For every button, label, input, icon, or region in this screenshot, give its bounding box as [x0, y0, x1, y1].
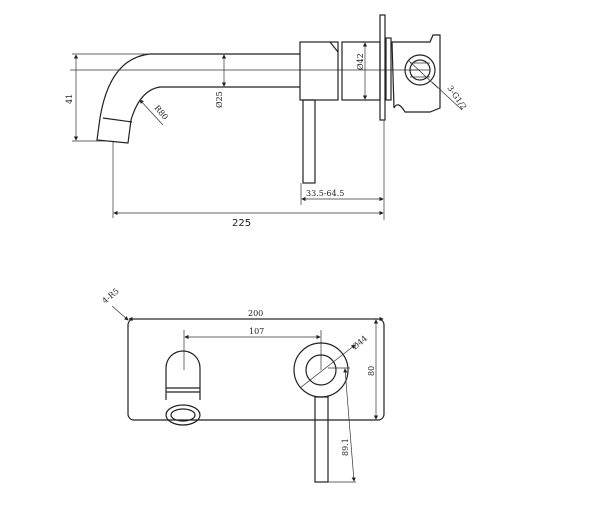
dim-corner-radius: 4-R5 [101, 286, 121, 305]
escutcheon [341, 41, 381, 101]
lever-front [314, 396, 329, 483]
front-view: 107 200 4-R5 Ø44 80 89.1 [101, 286, 385, 483]
dim-plate-height: 80 [367, 366, 376, 376]
dim-total-length: 225 [232, 218, 251, 229]
dim-radius: R80 [152, 104, 169, 122]
dim-wall-depth: 33.5-64.5 [306, 189, 344, 198]
spout-front [165, 350, 201, 400]
valve-body [299, 41, 339, 101]
dim-center-distance: 107 [249, 327, 264, 336]
dim-handle-diameter: Ø44 [351, 334, 370, 352]
side-view: 41 Ø25 R80 Ø42 3-G1/2 33.5-64.5 225 [65, 14, 468, 229]
dim-escutcheon-diameter: Ø42 [356, 53, 365, 70]
dim-lever-length: 89.1 [341, 438, 350, 456]
dim-height: 41 [65, 94, 74, 104]
lever [302, 99, 316, 184]
valve-housing [391, 34, 441, 113]
spout-outline [96, 53, 300, 144]
wall-plate [379, 14, 386, 121]
dim-plate-width: 200 [248, 309, 263, 318]
dim-spout-diameter: Ø25 [215, 91, 224, 108]
